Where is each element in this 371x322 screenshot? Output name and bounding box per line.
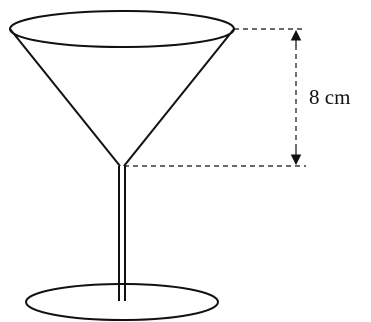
height-label: 8 cm bbox=[309, 85, 350, 109]
cone-side-left bbox=[9, 28, 121, 167]
glass-rim bbox=[9, 10, 235, 48]
cone-side-right bbox=[123, 28, 235, 167]
glass-base bbox=[25, 283, 219, 321]
